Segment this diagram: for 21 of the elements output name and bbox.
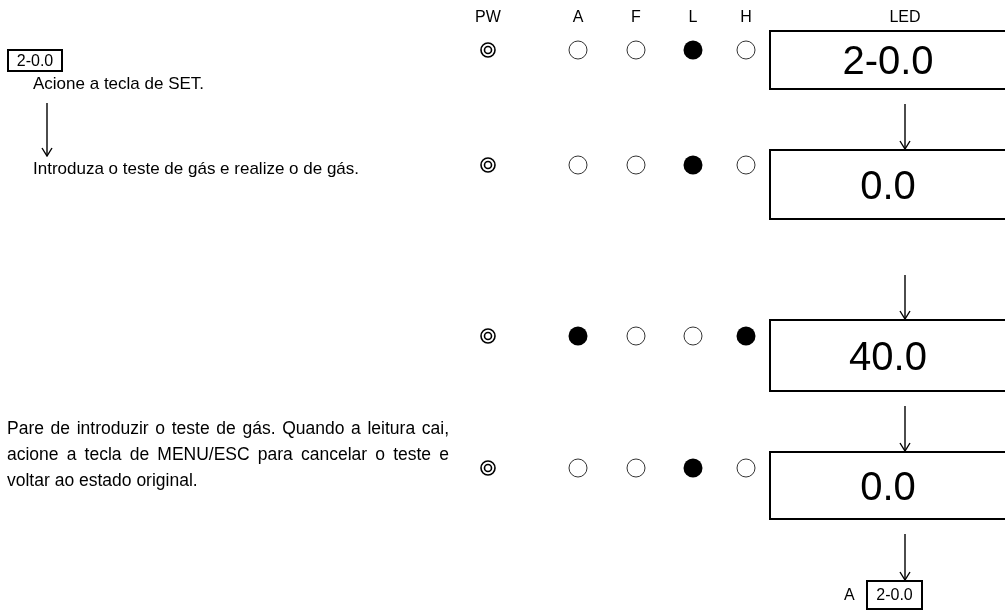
arrow — [41, 102, 53, 157]
led-display-box: 40.0 — [769, 319, 1005, 392]
instruction-text: Pare de introduzir o teste de gás. Quando a leitura cai, acione a tecla de MENU/ESC para cancelar o teste e voltar ao estado original. — [7, 417, 449, 492]
display-code-box: 2-0.0 — [7, 49, 63, 72]
display-prefix-text: A — [844, 586, 855, 604]
led-display-box: 0.0 — [769, 149, 1005, 220]
step-text: Introduza o teste de gás e realize o de gás. — [33, 156, 363, 208]
column-header: A — [571, 8, 585, 26]
column-header: F — [630, 8, 642, 26]
led-display-box: 0.0 — [769, 451, 1005, 520]
column-header: PW — [474, 8, 502, 26]
led-display-box: 2-0.0 — [769, 30, 1005, 90]
arrow — [899, 274, 911, 320]
display-code-box: 2-0.0 — [866, 580, 923, 610]
column-header: H — [739, 8, 753, 26]
arrow — [899, 533, 911, 581]
column-header: L — [687, 8, 699, 26]
arrow — [899, 103, 911, 150]
column-header: LED — [888, 8, 922, 26]
step-text: Acione a tecla de SET. — [33, 71, 333, 95]
arrow — [899, 405, 911, 452]
